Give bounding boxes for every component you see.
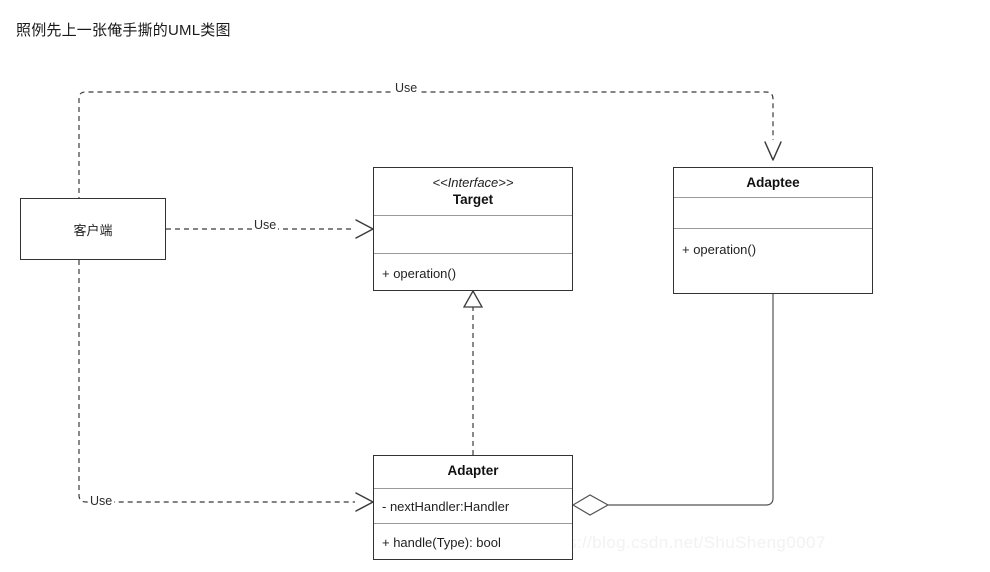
class-stereotype-target: <<Interface>> — [432, 175, 514, 190]
edge-client-uses-adapter — [78, 260, 374, 512]
edge-adapter-aggregates-adaptee — [571, 294, 774, 516]
class-operation-adapter-handle: + handle(Type): bool — [382, 535, 501, 550]
edge-adapter-realizes-target — [462, 289, 484, 455]
class-box-adaptee[interactable]: Adaptee + operation() — [673, 167, 873, 294]
class-box-client[interactable]: 客户端 — [20, 198, 166, 260]
class-attribute-adapter-next-handler: - nextHandler:Handler — [382, 498, 510, 514]
class-name-adaptee: Adaptee — [746, 175, 800, 190]
class-name-target: Target — [452, 192, 494, 207]
edge-label-use-client-adaptee: Use — [393, 81, 420, 95]
class-box-adaptee-operations-compartment: + operation() — [674, 228, 872, 295]
class-box-target[interactable]: <<Interface>> Target + operation() — [373, 167, 573, 291]
class-box-adapter-name-compartment: Adapter — [374, 456, 572, 488]
class-box-target-attributes-compartment — [374, 215, 572, 253]
class-box-adapter[interactable]: Adapter - nextHandler:Handler + handle(T… — [373, 455, 573, 560]
page-title: 照例先上一张俺手撕的UML类图 — [16, 22, 231, 39]
class-name-adapter: Adapter — [447, 463, 499, 478]
edge-client-uses-adaptee — [78, 91, 782, 229]
class-operation-adaptee-operation: + operation() — [682, 242, 757, 257]
class-box-target-operations-compartment: + operation() — [374, 253, 572, 292]
class-box-adaptee-attributes-compartment — [674, 197, 872, 228]
class-operation-target-operation: + operation() — [382, 265, 457, 281]
class-box-adapter-operations-compartment: + handle(Type): bool — [374, 523, 572, 561]
edge-label-use-client-target: Use — [252, 218, 279, 232]
class-box-adaptee-name-compartment: Adaptee — [674, 168, 872, 197]
edge-label-use-client-adapter: Use — [88, 494, 115, 508]
class-name-client: 客户端 — [73, 222, 113, 238]
class-box-client-name-compartment: 客户端 — [21, 199, 165, 259]
class-box-adapter-attributes-compartment: - nextHandler:Handler — [374, 488, 572, 523]
class-box-target-name-compartment: <<Interface>> Target — [374, 168, 572, 215]
